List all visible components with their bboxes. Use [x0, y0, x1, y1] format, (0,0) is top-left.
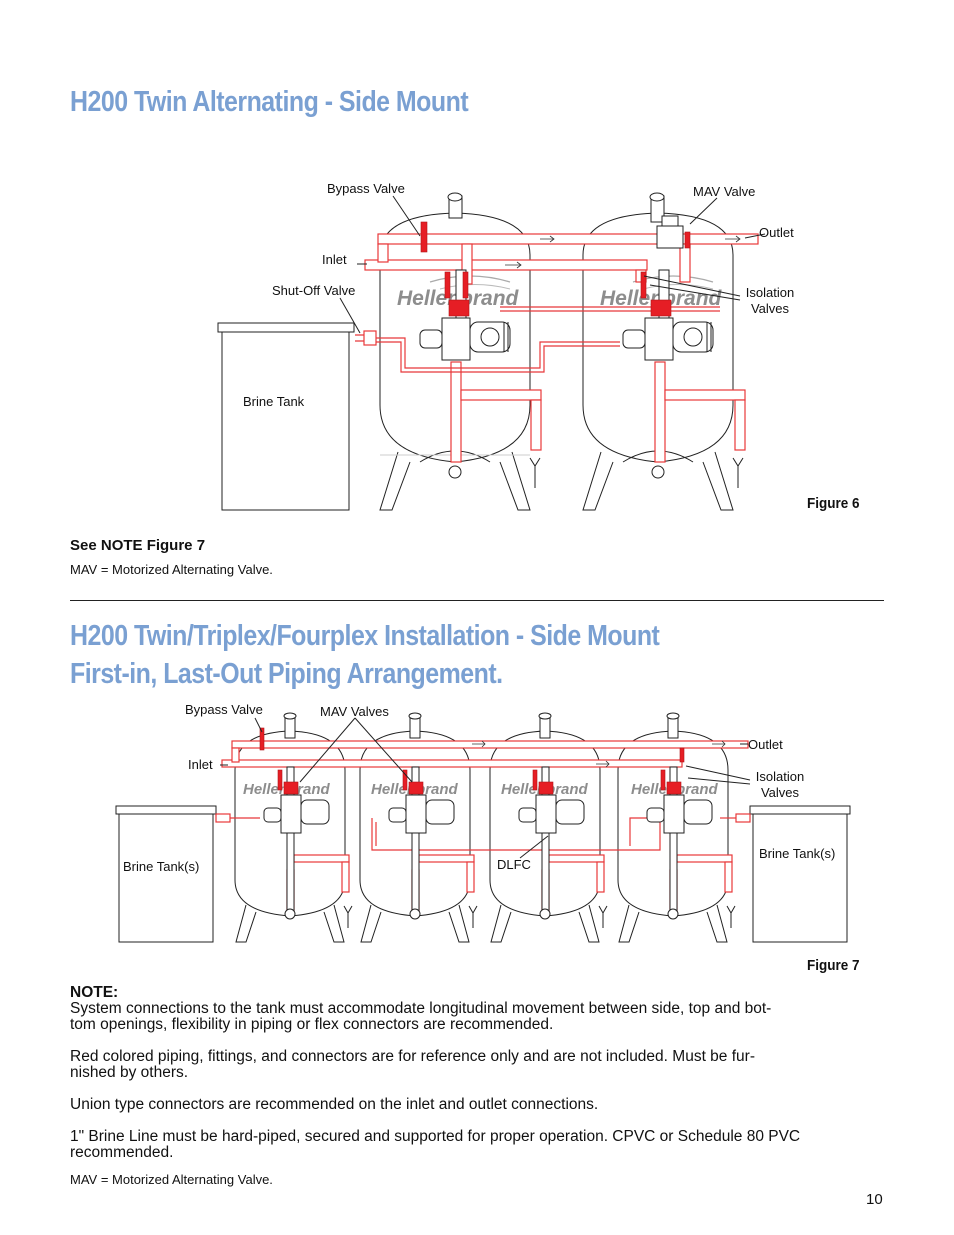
valve-head-1	[419, 317, 511, 361]
section1-title: H200 Twin Alternating - Side Mount	[70, 86, 469, 118]
note-paragraph-1-line1: System connections to the tank must acco…	[70, 1000, 772, 1017]
figure6-label: Figure 6	[807, 495, 860, 512]
label-isolation-valves-1: Isolation Valves	[735, 285, 805, 316]
label-mav-valve: MAV Valve	[693, 184, 756, 199]
figure7-diagram: Hellenbrand Hellenbrand Hellenbrand Hell…	[115, 712, 851, 943]
mav-note-1: MAV = Motorized Alternating Valve.	[70, 562, 273, 577]
label-inlet-1: Inlet	[322, 252, 347, 267]
section-divider	[70, 600, 884, 601]
fig7-brine-tank-left	[115, 805, 217, 943]
figure6-diagram: Hellenbrand Hellenbrand	[217, 192, 766, 511]
note-paragraph-4-line1: 1" Brine Line must be hard-piped, secure…	[70, 1128, 801, 1145]
fig7-label-isolation-valves: Isolation Valves	[745, 769, 815, 800]
figure7-label: Figure 7	[807, 957, 860, 974]
note-paragraph-4-line2: recommended.	[70, 1144, 174, 1161]
note-heading: NOTE:	[70, 984, 119, 1001]
label-isolation-line1: Isolation	[745, 285, 795, 300]
notes-block: NOTE: System connections to the tank mus…	[70, 985, 884, 1161]
section2-title-line2: First-in, Last-Out Piping Arrangement.	[70, 658, 503, 690]
fig7-label-dlfc: DLFC	[497, 857, 531, 872]
mav-note-2: MAV = Motorized Alternating Valve.	[70, 1172, 273, 1187]
fig7-label-outlet: Outlet	[748, 737, 783, 752]
note-paragraph-2-line2: nished by others.	[70, 1064, 189, 1081]
label-brine-tank: Brine Tank	[243, 394, 305, 409]
note-paragraph-2-line1: Red colored piping, fittings, and connec…	[70, 1048, 755, 1065]
note-paragraph-1-line2: tom openings, flexibility in piping or f…	[70, 1016, 554, 1033]
fig7-label-bypass-valve: Bypass Valve	[185, 702, 263, 717]
fig7-label-isolation-line2: Valves	[760, 785, 800, 800]
fig7-brine-tank-right	[749, 805, 851, 943]
brine-tank	[217, 322, 355, 511]
section2-title-line1: H200 Twin/Triplex/Fourplex Installation …	[70, 620, 660, 652]
page-number: 10	[866, 1191, 883, 1208]
fig7-label-mav-valves: MAV Valves	[320, 704, 389, 719]
note-paragraph-3: Union type connectors are recommended on…	[70, 1096, 599, 1113]
valve-head-2	[622, 317, 714, 361]
fig7-label-isolation-line1: Isolation	[755, 769, 805, 784]
label-outlet-1: Outlet	[759, 225, 794, 240]
label-bypass-valve-1: Bypass Valve	[327, 181, 405, 196]
see-note-text: See NOTE Figure 7	[70, 537, 206, 554]
label-isolation-line2: Valves	[750, 301, 790, 316]
fig7-label-inlet: Inlet	[188, 757, 213, 772]
label-shutoff-valve: Shut-Off Valve	[272, 283, 356, 298]
fig7-label-brine-tanks-right: Brine Tank(s)	[759, 846, 836, 861]
fig7-valve-heads	[263, 794, 713, 834]
fig7-label-brine-tanks-left: Brine Tank(s)	[123, 859, 200, 874]
